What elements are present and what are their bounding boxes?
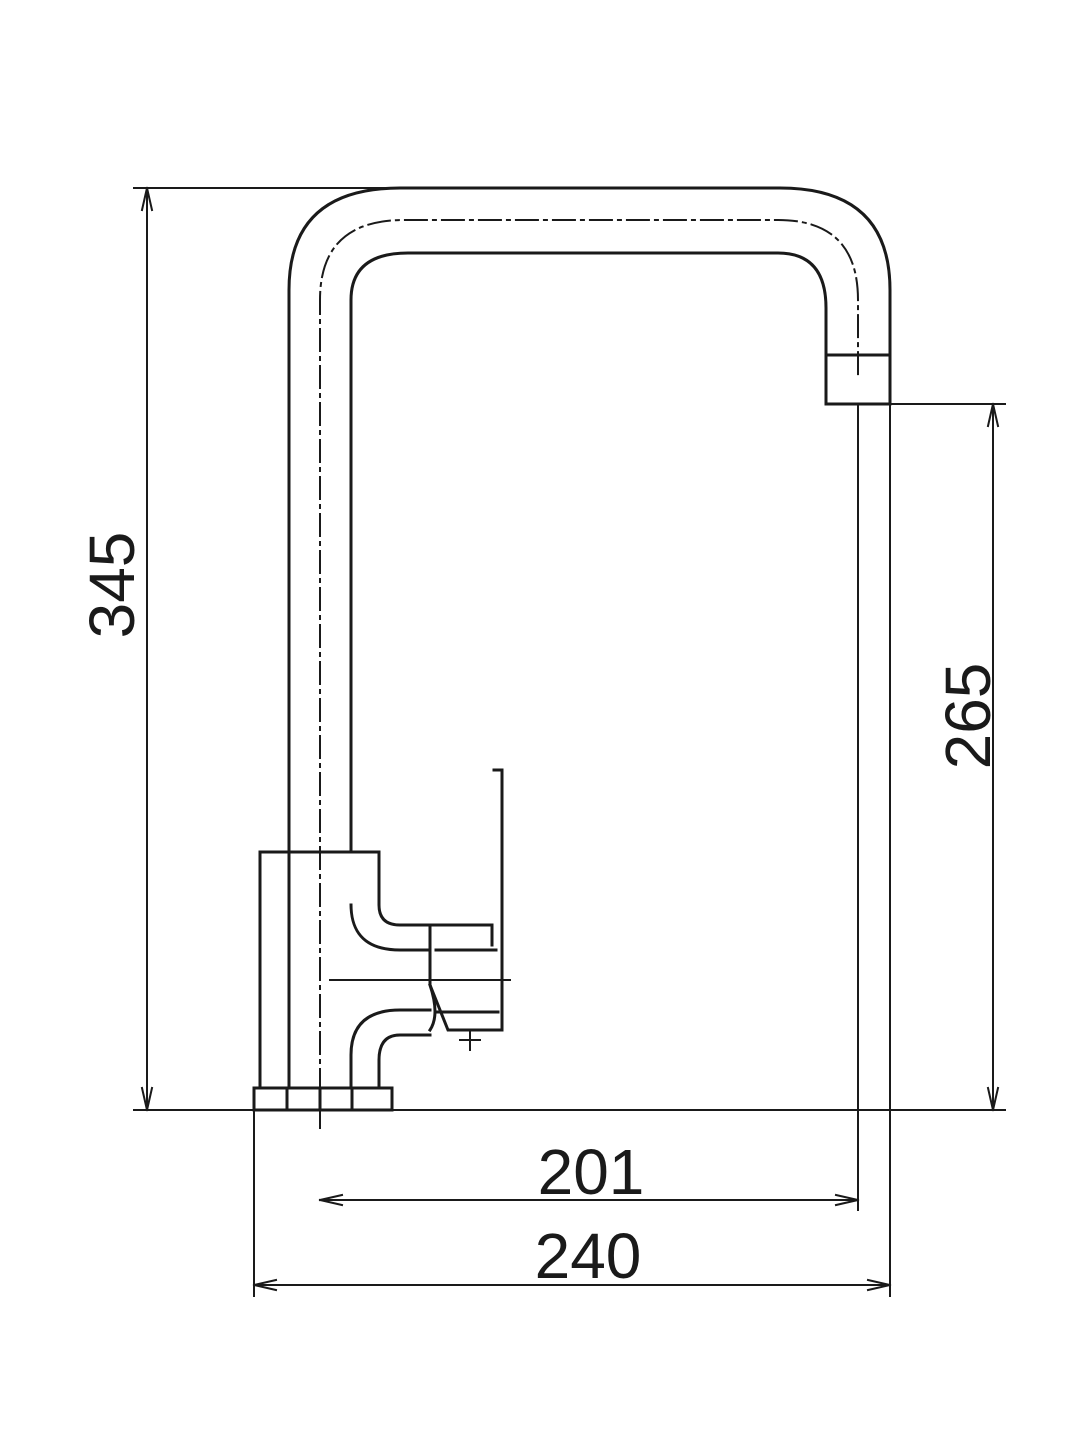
- dim-201-arrow-right: [834, 1193, 860, 1207]
- dim-240-label: 240: [534, 1220, 642, 1292]
- spout-outer-outline: [287, 186, 892, 854]
- body-lower-outer: [377, 1033, 432, 1090]
- lever-handle: [428, 768, 504, 1032]
- dim-265-arrow-bottom: [986, 1086, 1000, 1112]
- spout-inner-outline: [349, 251, 828, 854]
- dim-201-arrow-left: [318, 1193, 344, 1207]
- lever-blade: [434, 948, 500, 1014]
- dim-240-arrow-left: [252, 1278, 278, 1292]
- faucet-base: [252, 1086, 394, 1112]
- dim-240-arrow-right: [866, 1278, 892, 1292]
- faucet-body: [258, 850, 432, 1090]
- spout-center-line: [319, 219, 859, 1129]
- dim-265-arrow-top: [986, 402, 1000, 428]
- body-lower-contour: [349, 1008, 432, 1090]
- dim-201-label: 201: [537, 1136, 645, 1208]
- body-inner-contour: [349, 903, 432, 952]
- dim-345-arrow-top: [140, 186, 154, 212]
- dim-265-label: 265: [932, 662, 1004, 770]
- dim-345-arrow-bottom: [140, 1086, 154, 1112]
- dim-345-label: 345: [76, 531, 148, 639]
